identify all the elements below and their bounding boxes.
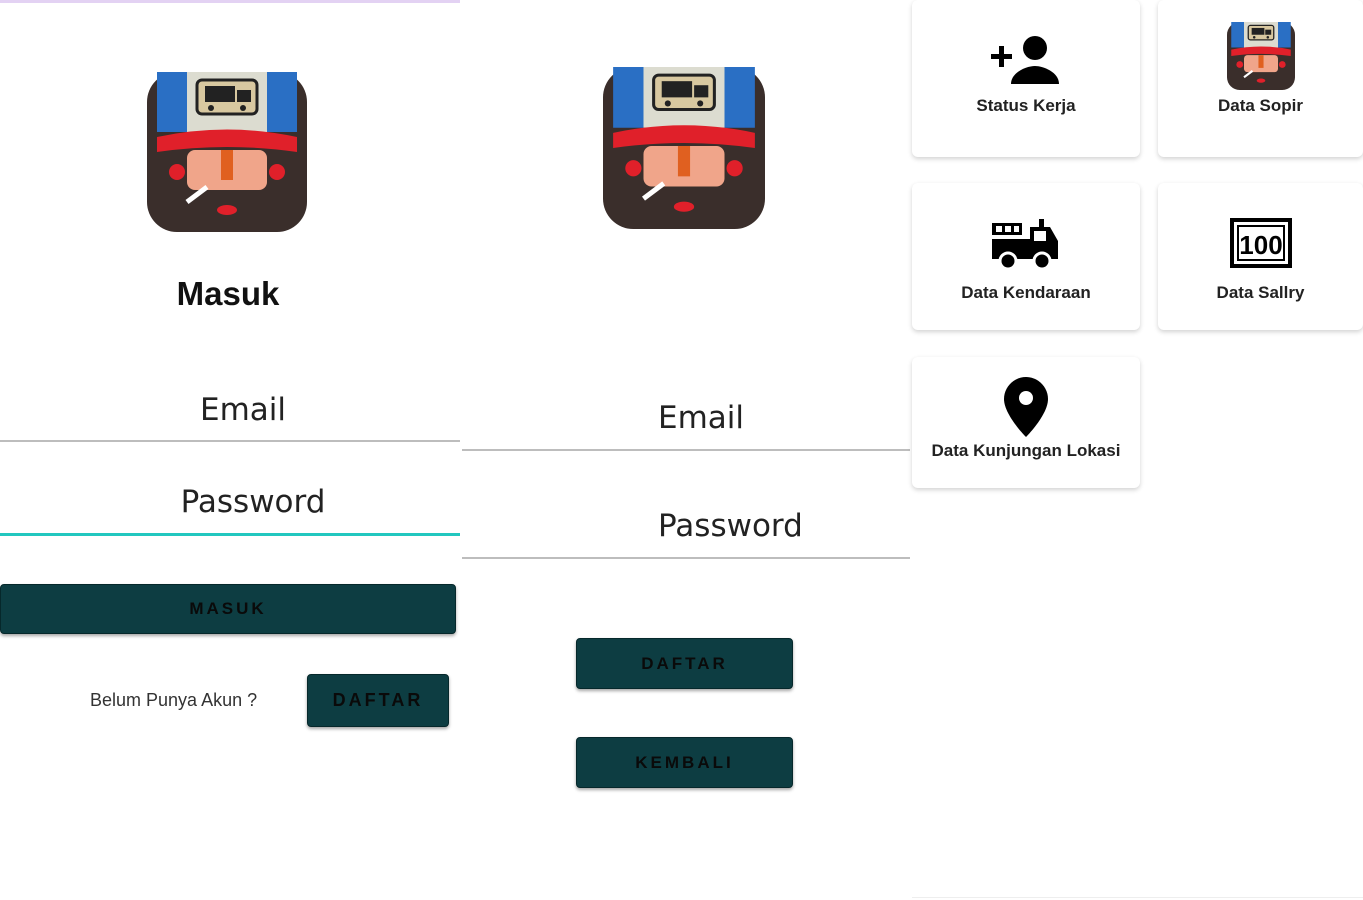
email-input[interactable]: Email: [462, 400, 910, 451]
menu-label: Data Sopir: [1217, 96, 1304, 115]
app-logo-icon: [147, 72, 307, 232]
menu-label: Data Sallry: [1216, 283, 1305, 302]
location-pin-icon: [1004, 377, 1048, 437]
page-title: Masuk: [176, 275, 280, 312]
truck-icon: [992, 213, 1060, 273]
top-accent-line: [0, 0, 460, 3]
register-button[interactable]: DAFTAR: [576, 638, 793, 689]
menu-card-data-sopir[interactable]: Data Sopir: [1158, 0, 1363, 157]
password-input[interactable]: Password: [0, 484, 460, 536]
svg-text:100: 100: [1239, 230, 1282, 260]
add-person-icon: [991, 30, 1061, 90]
menu-label: Data Kendaraan: [961, 283, 1091, 302]
menu-label: Status Kerja: [976, 96, 1076, 115]
divider: [912, 897, 1363, 898]
app-logo-icon: [603, 67, 765, 229]
login-button[interactable]: MASUK: [0, 584, 456, 634]
menu-card-data-kendaraan[interactable]: Data Kendaraan: [912, 183, 1140, 330]
password-input[interactable]: Password: [462, 508, 910, 559]
register-hint: Belum Punya Akun ?: [90, 690, 258, 710]
hundred-icon: 100: [1229, 213, 1292, 273]
driver-logo-icon: [1227, 22, 1295, 90]
back-button[interactable]: KEMBALI: [576, 737, 793, 788]
menu-label: Data Kunjungan Lokasi: [931, 441, 1121, 460]
menu-card-status-kerja[interactable]: Status Kerja: [912, 0, 1140, 157]
register-button[interactable]: DAFTAR: [307, 674, 449, 727]
menu-card-data-sallry[interactable]: 100 Data Sallry: [1158, 183, 1363, 330]
email-input[interactable]: Email: [0, 392, 460, 442]
menu-card-data-kunjungan-lokasi[interactable]: Data Kunjungan Lokasi: [912, 357, 1140, 488]
